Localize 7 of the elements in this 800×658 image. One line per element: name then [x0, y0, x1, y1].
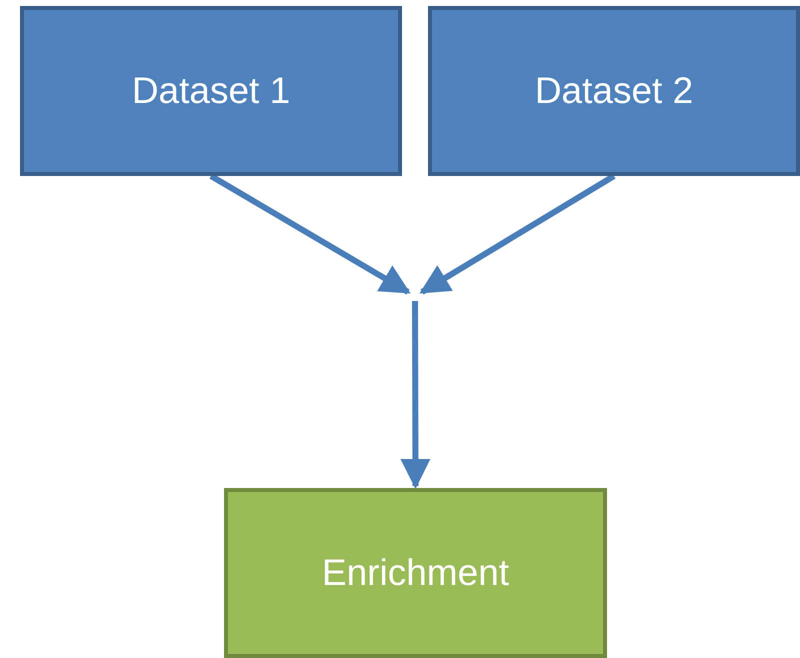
box-label: Dataset 2 — [534, 70, 694, 112]
box-label: Enrichment — [322, 552, 510, 594]
box-label: Dataset 1 — [132, 70, 290, 112]
process-box — [224, 488, 607, 658]
process-box — [20, 6, 402, 176]
arrow — [400, 301, 430, 489]
process-box — [428, 6, 800, 176]
